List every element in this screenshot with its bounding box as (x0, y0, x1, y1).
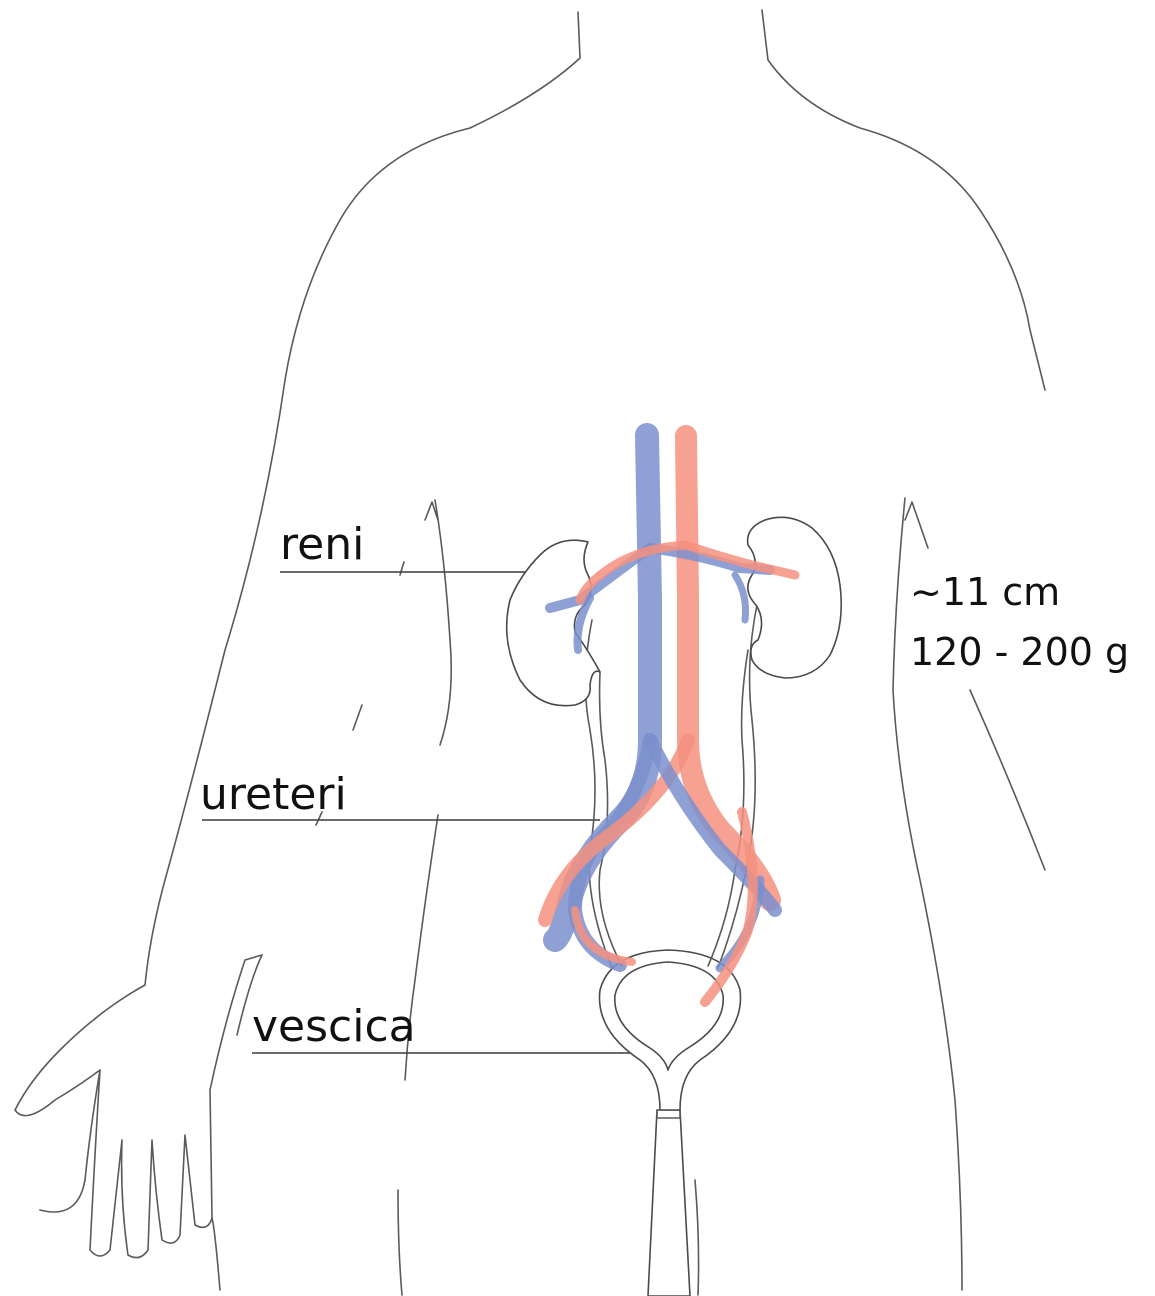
kidneys-label: reni (280, 523, 364, 567)
right-arm-lower (970, 690, 1045, 870)
urethra (648, 1110, 690, 1296)
blood-vessels (545, 435, 795, 1002)
right-renal-vein-branch (735, 575, 746, 620)
bladder (600, 950, 741, 1110)
urethra-tube (648, 1110, 690, 1296)
left-leg-contour (398, 1190, 402, 1295)
left-torso-mark-1 (400, 562, 404, 575)
kidney-weight-text: 120 - 200 g (910, 633, 1129, 671)
left-torso-mark-2 (353, 705, 362, 730)
left-forearm-inner (212, 1218, 220, 1290)
right-armpit-mark (905, 502, 928, 548)
left-hand-fingers (90, 955, 262, 1258)
kidney-size-text: ~11 cm (910, 573, 1060, 611)
bladder-label: vescica (252, 1005, 416, 1049)
right-leg-contour (695, 1180, 699, 1295)
body-right-contour (762, 10, 1045, 390)
left-kidney (507, 540, 600, 706)
right-kidney (748, 517, 842, 678)
ureters-label: ureteri (200, 773, 347, 817)
right-torso-side (893, 498, 962, 1290)
left-torso-side (435, 500, 451, 745)
